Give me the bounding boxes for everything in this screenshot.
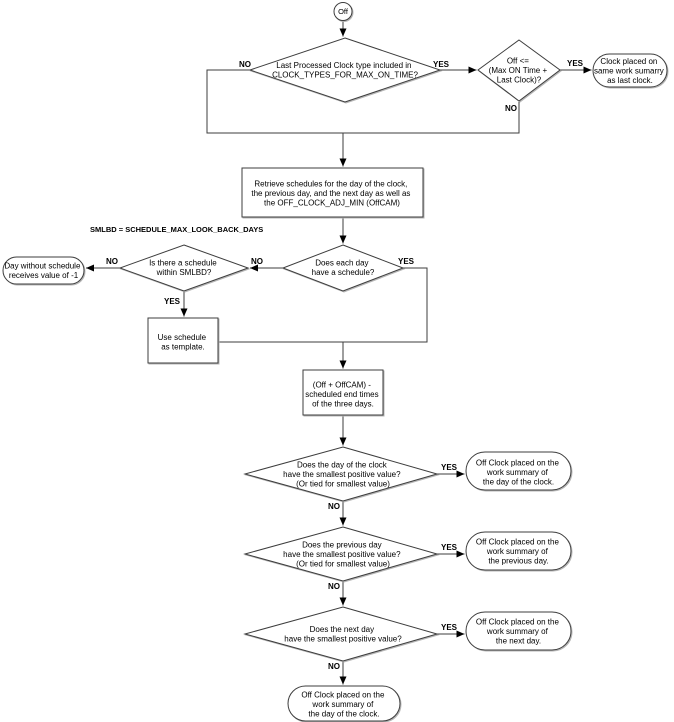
label-yes: YES xyxy=(441,463,458,472)
node-label: Off Clock placed on the work summary of … xyxy=(476,618,561,646)
diamond-shape xyxy=(281,244,405,292)
start-node: Off xyxy=(333,2,353,21)
start-label: Off xyxy=(338,7,349,16)
node-label: Last Processed Clock type included in CL… xyxy=(272,61,418,80)
terminator-placed-previous-day: Off Clock placed on the work summary of … xyxy=(465,531,572,571)
node-label: Does the day of the clock have the small… xyxy=(283,461,403,489)
smlbd-annotation: SMLBD = SCHEDULE_MAX_LOOK_BACK_DAYS xyxy=(90,225,263,234)
terminator-same-work-summary: Clock placed on same work sumarry as las… xyxy=(592,53,668,88)
diamond-shape xyxy=(243,526,439,582)
label-yes: YES xyxy=(441,623,458,632)
terminator-shape xyxy=(465,611,572,651)
terminator-shape xyxy=(2,256,85,285)
terminator-placed-next-day: Off Clock placed on the work summary of … xyxy=(465,611,572,651)
label-yes: YES xyxy=(433,60,450,69)
edge-merge-middle xyxy=(218,267,428,343)
decision-clock-type: Last Processed Clock type included in CL… xyxy=(248,37,442,103)
label-no: NO xyxy=(328,582,340,591)
label-yes: YES xyxy=(398,257,415,266)
label-yes: YES xyxy=(441,543,458,552)
node-label: (Off + OffCAM) - scheduled end times of … xyxy=(305,381,381,409)
decision-each-day-schedule: Does each day have a schedule? xyxy=(281,244,405,292)
node-label: Off Clock placed on the work summary of … xyxy=(476,538,561,566)
process-use-schedule-template: Use schedule as template. xyxy=(147,317,219,364)
node-label: Retrieve schedules for the day of the cl… xyxy=(251,180,412,208)
diamond-shape xyxy=(477,39,561,102)
node-label: Does each day have a schedule? xyxy=(312,259,375,278)
connectors xyxy=(86,20,592,685)
label-no: NO xyxy=(328,502,340,511)
decision-schedule-within-smlbd: Is there a schedule within SMLBD? xyxy=(118,244,250,292)
label-no: NO xyxy=(328,662,340,671)
process-offcam-minus-end-times: (Off + OffCAM) - scheduled end times of … xyxy=(302,369,384,416)
terminator-shape xyxy=(465,451,572,491)
decision-next-day-smallest: Does the next day have the smallest posi… xyxy=(243,606,439,662)
terminator-shape xyxy=(465,531,572,571)
diamond-shape xyxy=(243,446,439,502)
node-label: Off Clock placed on the work summary of … xyxy=(476,459,561,487)
label-yes: YES xyxy=(164,297,181,306)
decision-previous-day-smallest: Does the previous day have the smallest … xyxy=(243,526,439,582)
terminator-shape xyxy=(287,685,401,722)
node-label: Does the next day have the smallest posi… xyxy=(284,625,402,644)
label-no: NO xyxy=(505,104,517,113)
label-no: NO xyxy=(106,257,118,266)
node-label: Use schedule as template. xyxy=(158,333,209,352)
edge-no-merge-top xyxy=(206,69,520,134)
terminator-placed-day-of-clock-final: Off Clock placed on the work summary of … xyxy=(287,685,401,722)
decision-max-on-time: Off <= (Max ON Time + Last Clock)? xyxy=(477,39,561,102)
terminator-shape xyxy=(592,53,668,88)
node-label: Clock placed on same work sumarry as las… xyxy=(594,57,666,85)
diamond-shape xyxy=(243,606,439,662)
terminator-placed-day-of-clock: Off Clock placed on the work summary of … xyxy=(465,451,572,491)
node-label: Does the previous day have the smallest … xyxy=(283,541,403,569)
terminator-day-without-schedule: Day without schedule receives value of -… xyxy=(2,256,85,285)
branch-labels: NO YES YES NO NO NO YES YES YES NO YES N… xyxy=(106,59,584,671)
label-no: NO xyxy=(251,257,263,266)
label-yes: YES xyxy=(567,59,584,68)
node-label: Off <= (Max ON Time + Last Clock)? xyxy=(489,57,550,85)
process-shape xyxy=(147,317,219,364)
diamond-shape xyxy=(248,37,442,103)
node-label: Day without schedule receives value of -… xyxy=(4,262,82,281)
label-no: NO xyxy=(239,60,251,69)
decision-day-of-clock-smallest: Does the day of the clock have the small… xyxy=(243,446,439,502)
diamond-shape xyxy=(118,244,250,292)
process-shape xyxy=(302,369,384,416)
process-shape xyxy=(241,167,424,218)
node-label: Is there a schedule within SMLBD? xyxy=(149,259,219,278)
node-label: Off Clock placed on the work summary of … xyxy=(301,691,386,719)
start-circle xyxy=(333,2,353,21)
process-retrieve-schedules: Retrieve schedules for the day of the cl… xyxy=(241,167,424,218)
